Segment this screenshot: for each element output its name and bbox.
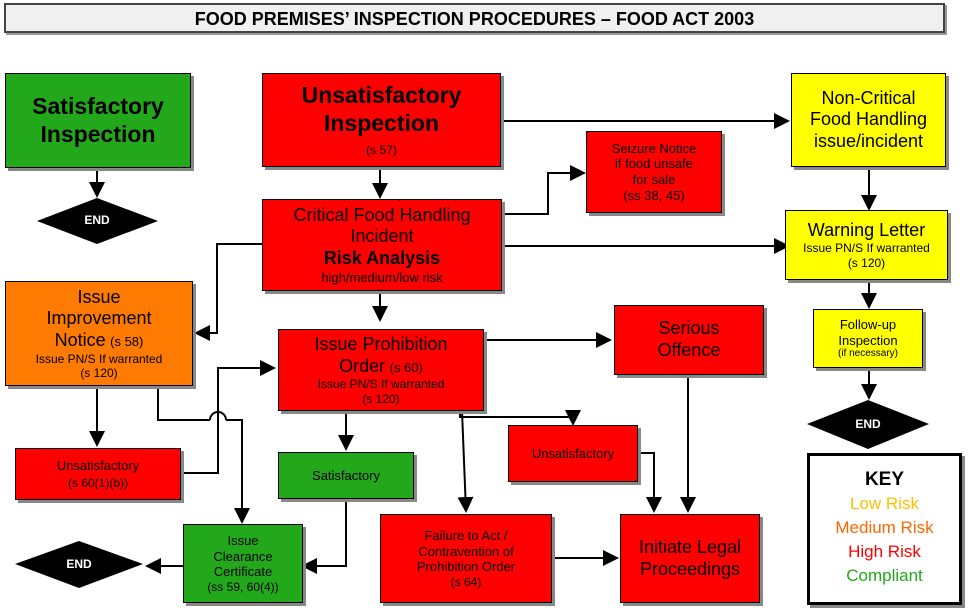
failure-line2: Contravention of [418, 543, 514, 559]
prohibition-line1: Issue Prohibition [314, 334, 448, 355]
noncritical-line3: issue/incident [813, 130, 924, 151]
serious-line2: Offence [657, 340, 721, 360]
improvement-line4: Issue PN/S If warranted [35, 351, 163, 366]
improvement-notice-box: Issue Improvement Notice (s 58) Issue PN… [5, 281, 193, 386]
clearance-line3: Certificate [213, 564, 273, 580]
unsatisfactory-left-box: Unsatisfactory (s 60(1)(b)) [15, 448, 181, 500]
noncritical-line2: Food Handling [809, 109, 928, 130]
seizure-notice-box: Seizure Notice if food unsafe for sale (… [586, 131, 722, 213]
satisfactory-inspection-box: Satisfactory Inspection [5, 73, 191, 168]
improvement-line1: Issue [77, 286, 121, 307]
end-label-3: END [66, 557, 92, 571]
legal-proceedings-box: Initiate Legal Proceedings [620, 514, 760, 603]
seizure-line4: (ss 38, 45) [623, 187, 685, 203]
key-item-medium-risk: Medium Risk [835, 518, 934, 537]
warning-line3: (s 120) [847, 255, 886, 270]
clearance-line4: (ss 59, 60(4)) [207, 579, 279, 594]
clearance-line1: Issue [227, 532, 259, 548]
key-item-compliant: Compliant [846, 566, 923, 585]
unsatisfactory-inspection-box: Unsatisfactory Inspection (s 57) [262, 73, 501, 167]
non-critical-box: Non-Critical Food Handling issue/inciden… [791, 73, 946, 167]
followup-line3: (if necessary) [837, 348, 898, 360]
key-item-high-risk: High Risk [848, 542, 921, 561]
key-title: KEY [864, 469, 905, 490]
unsat-right-label: Unsatisfactory [531, 445, 615, 461]
critical-incident-box: Critical Food Handling Incident Risk Ana… [262, 199, 502, 291]
unsatisfactory-right-box: Unsatisfactory [508, 425, 638, 482]
noncritical-line1: Non-Critical [821, 87, 916, 108]
prohibition-order-box: Issue Prohibition Order (s 60) Issue PN/… [278, 329, 484, 411]
warning-line1: Warning Letter [807, 219, 926, 240]
failure-line3: Prohibition Order [416, 559, 516, 575]
key-item-low-risk: Low Risk [850, 494, 919, 513]
improvement-line3-ref: (s 58) [110, 333, 144, 349]
improvement-line2: Improvement [46, 308, 152, 329]
followup-inspection-box: Follow-up Inspection (if necessary) [813, 309, 923, 368]
warning-line2: Issue PN/S If warranted [803, 241, 930, 256]
clearance-line2: Clearance [213, 548, 273, 564]
page-title: FOOD PREMISES’ INSPECTION PROCEDURES – F… [4, 3, 945, 33]
prohibition-line4: (s 120) [362, 391, 400, 406]
serious-line1: Serious [658, 318, 720, 339]
prohibition-line2-ref: (s 60) [389, 359, 423, 375]
unsat-left-line2: (s 60(1)(b)) [67, 476, 128, 491]
unsatisfactory-ref: (s 57) [366, 143, 397, 158]
seizure-line2: if food unsafe [614, 156, 694, 172]
failure-line1: Failure to Act / [424, 527, 508, 543]
unsatisfactory-line2: Inspection [323, 109, 439, 136]
satisfactory-line1: Satisfactory [32, 92, 164, 119]
seizure-line3: for sale [632, 172, 676, 187]
critical-line1: Critical Food Handling [293, 204, 471, 225]
clearance-certificate-box: Issue Clearance Certificate (ss 59, 60(4… [183, 524, 303, 603]
legend-key: KEY Low Risk Medium Risk High Risk Compl… [807, 453, 962, 605]
end-diamond-1 [37, 198, 158, 244]
serious-offence-box: Serious Offence [614, 305, 764, 375]
prohibition-line2: Order [339, 355, 386, 376]
prohibition-line3: Issue PN/S If warranted [317, 377, 445, 392]
improvement-line5: (s 120) [80, 365, 118, 380]
failure-to-act-box: Failure to Act / Contravention of Prohib… [380, 514, 552, 603]
improvement-line3: Notice [54, 329, 106, 350]
followup-line1: Follow-up [839, 316, 897, 332]
legal-line1: Initiate Legal [638, 536, 742, 557]
followup-line2: Inspection [838, 332, 898, 348]
end-diamond-3 [15, 541, 143, 588]
satisfactory-mid-label: Satisfactory [312, 467, 380, 483]
critical-line2: Incident [350, 226, 414, 247]
critical-line4: high/medium/low risk [321, 269, 443, 285]
failure-line4: (s 64) [450, 574, 482, 589]
unsatisfactory-line1: Unsatisfactory [301, 82, 462, 109]
end-label-1: END [84, 213, 110, 227]
critical-line3: Risk Analysis [323, 248, 441, 268]
seizure-line1: Seizure Notice [611, 140, 697, 156]
satisfactory-line2: Inspection [40, 120, 156, 147]
unsat-left-line1: Unsatisfactory [56, 457, 140, 473]
satisfactory-mid-box: Satisfactory [278, 452, 414, 499]
legal-line2: Proceedings [639, 558, 741, 579]
warning-letter-box: Warning Letter Issue PN/S If warranted (… [785, 210, 948, 280]
end-label-2: END [855, 417, 881, 431]
end-diamond-2 [807, 400, 929, 449]
